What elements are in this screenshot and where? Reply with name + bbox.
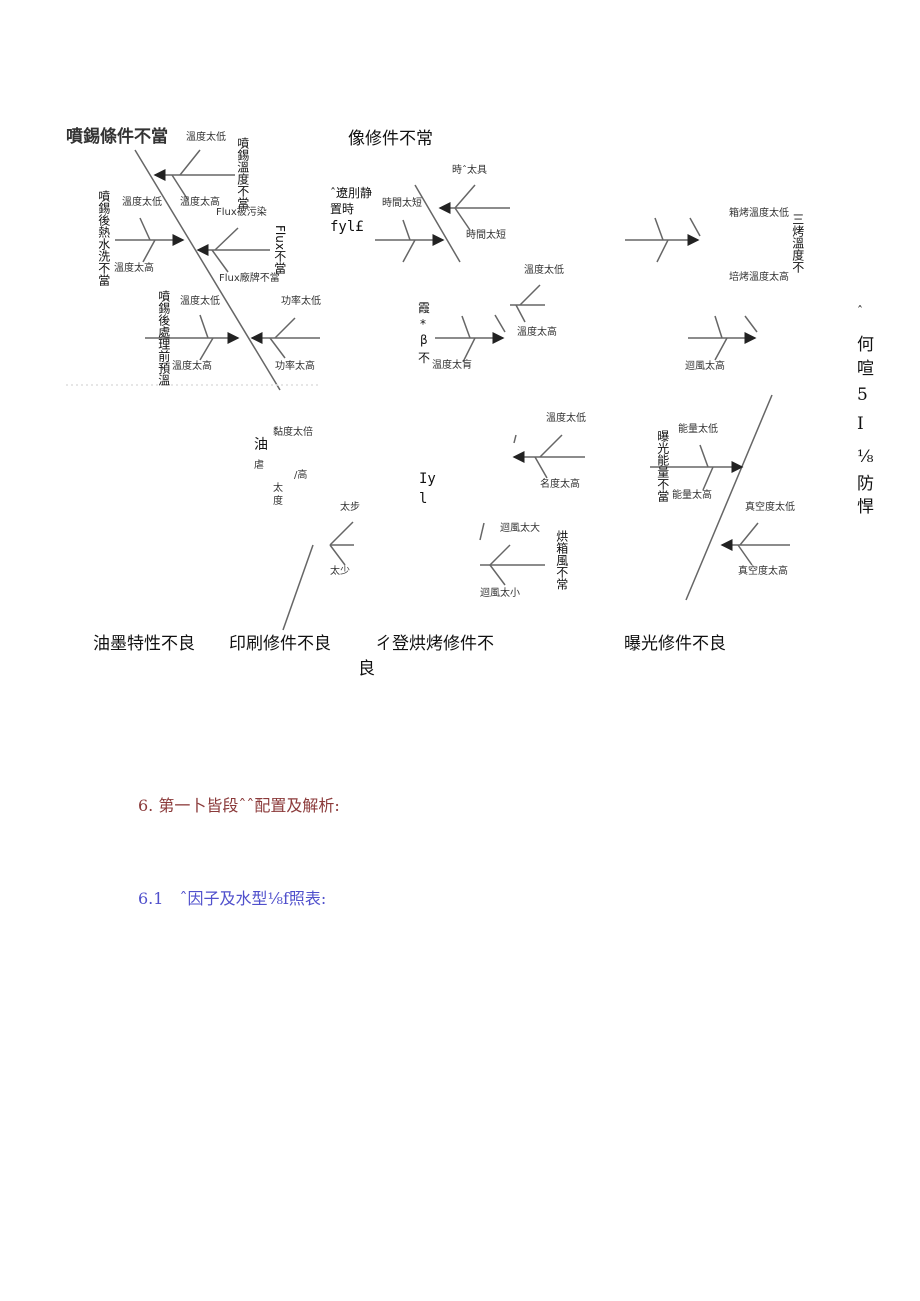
cause-label: β [420, 333, 428, 347]
cause-label: 太步 [340, 502, 360, 513]
side-text: I [857, 414, 864, 434]
side-text: ˆ [857, 304, 863, 318]
cause-label: 度 [273, 496, 283, 507]
cause-label: l [419, 491, 428, 507]
cause-label: /高 [294, 470, 308, 481]
category-label: 印刷修件不良 [229, 634, 331, 654]
cause-label: 太 [273, 483, 283, 494]
cause-label: 噴錫條件不當 [66, 127, 168, 147]
cause-label: 不 [418, 351, 431, 365]
category-label: 良 [358, 659, 375, 679]
cause-label: Flux廠牌不當 [219, 273, 280, 284]
cause-label: 功率太低 [281, 296, 321, 307]
cause-label: 時ˆ太具 [452, 165, 487, 176]
cause-label: 噴錫後熱水洗不當 [96, 190, 111, 286]
cause-label: 能量太低 [678, 424, 718, 435]
section-heading: 6. 第一卜皆段ˆˆ配置及解析: [138, 796, 340, 815]
cause-label: fyl£ [330, 219, 364, 235]
cause-label: Iy [419, 471, 436, 487]
cause-label: 溫度太低 [546, 413, 586, 424]
cause-label: 溫度太低 [186, 132, 226, 143]
cause-label: 時間太短 [466, 230, 506, 241]
section-subheading: 6.1 ˆ因子及水型⅛f照表: [138, 889, 327, 908]
cause-label: 能量太高 [672, 490, 712, 501]
cause-label: * [420, 317, 426, 331]
cause-label: 霞 [418, 301, 431, 315]
category-label: 油墨特性不良 [93, 634, 195, 654]
side-text: 5 [857, 385, 868, 405]
cause-label: 置時 [330, 202, 355, 216]
cause-label: 培烤溫度太高 [729, 272, 789, 283]
cause-label: 温度太肓 [432, 360, 472, 371]
cause-label: 溫度太高 [114, 263, 154, 274]
cause-label: 迴風太高 [685, 361, 725, 372]
side-text: 悍 [857, 498, 874, 514]
cause-label: 真空度太低 [745, 502, 795, 513]
cause-label: 虐 [254, 460, 264, 471]
cause-label: 名度太高 [540, 479, 580, 490]
cause-label: 溫度太低 [122, 197, 162, 208]
cause-label: ˆ遼刖静 [330, 186, 373, 200]
cause-label: 迴風太大 [500, 523, 540, 534]
cause-label: 迴風太小 [480, 588, 520, 599]
cause-label: 溫度太低 [180, 296, 220, 307]
cause-label: Flux被污染 [216, 207, 267, 218]
category-label: 像修件不常 [348, 129, 433, 149]
cause-label: 箱烤溫度太低 [729, 208, 789, 219]
side-text: 喧 [857, 359, 874, 379]
side-text: ⅛ [857, 447, 874, 467]
cause-label: 油 [254, 437, 268, 453]
cause-label: 三烤溫度不 [790, 213, 804, 273]
cause-label: Flux不當 [272, 225, 287, 274]
cause-label: 太少 [330, 566, 350, 577]
cause-label: 真空度太高 [738, 566, 788, 577]
cause-label: 噴錫溫度不當 [235, 137, 250, 209]
cause-label: 溫度太高 [517, 327, 557, 338]
cause-label: 噴錫後處理前預溫 [156, 290, 171, 386]
cause-label: 溫度太低 [524, 265, 564, 276]
side-text: 何 [857, 335, 874, 355]
cause-label: 溫度太高 [172, 361, 212, 372]
cause-label: 曝光能量不當 [655, 430, 670, 502]
category-label: ㄔ登烘烤修件不 [375, 634, 494, 654]
category-label: 曝光修件不良 [624, 634, 726, 654]
side-text: 防 [857, 474, 874, 494]
cause-label: 烘箱風不常 [554, 530, 569, 590]
cause-label: 功率太高 [275, 361, 315, 372]
cause-label: 黏度太倍 [273, 427, 313, 438]
cause-label: 溫度太高 [180, 197, 220, 208]
cause-label: 時間太短 [382, 198, 422, 209]
fishbone-diagram-lines [66, 149, 790, 631]
